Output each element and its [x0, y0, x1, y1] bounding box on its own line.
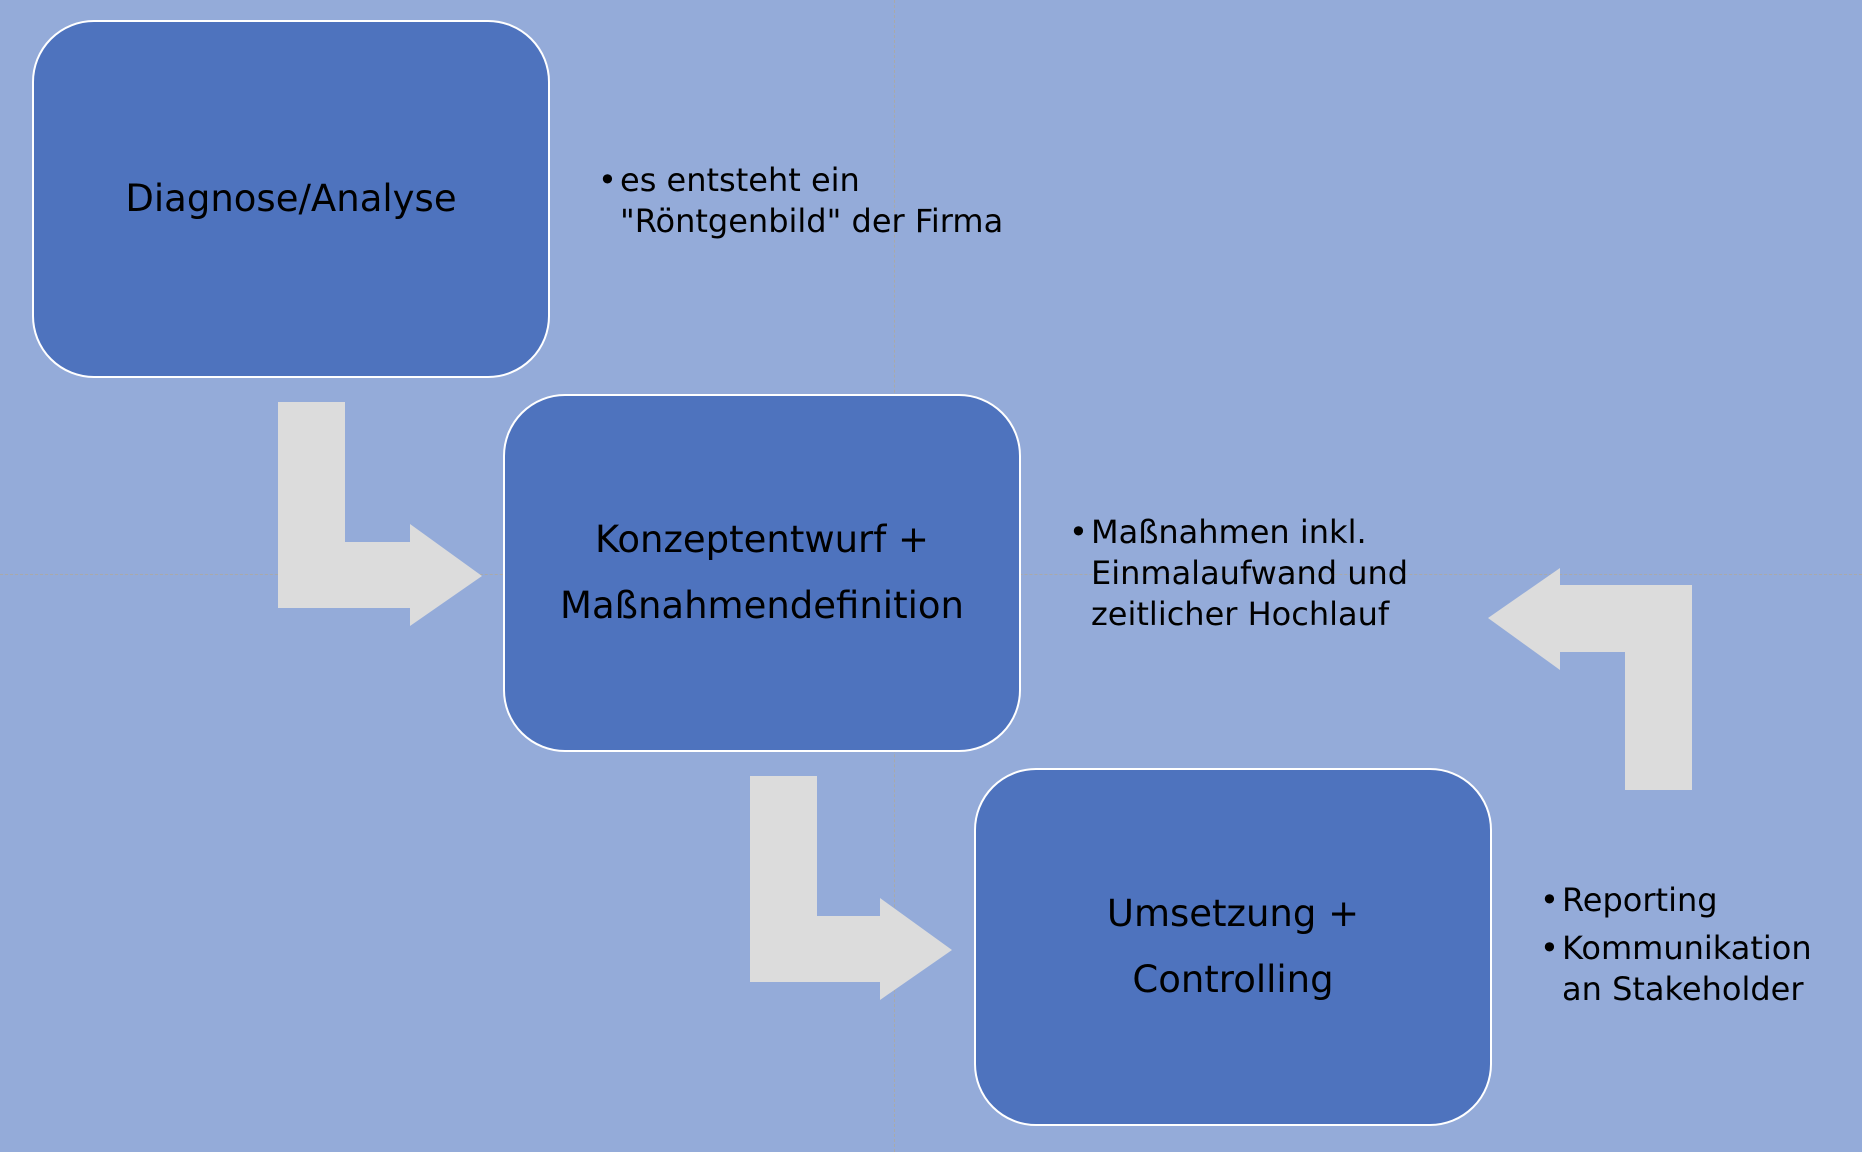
step-title-diagnose-text: Diagnose/Analyse: [125, 177, 457, 220]
note-text: Maßnahmen inkl. Einmalaufwand und zeitli…: [1091, 513, 1409, 633]
step-box-umsetzung: Umsetzung + Controlling: [974, 768, 1492, 1126]
bullet-icon: •: [1540, 881, 1559, 919]
note-item: • es entsteht ein "Röntgenbild" der Firm…: [598, 160, 1018, 242]
notes-umsetzung: • Reporting • Kommunikation an Stakehold…: [1540, 880, 1858, 1017]
note-item: • Kommunikation an Stakeholder: [1540, 928, 1858, 1010]
step-title-umsetzung-line2: Controlling: [1132, 958, 1334, 1001]
notes-diagnose: • es entsteht ein "Röntgenbild" der Firm…: [598, 160, 1018, 249]
bullet-icon: •: [1540, 929, 1559, 967]
bullet-icon: •: [598, 161, 617, 199]
step-box-konzept: Konzeptentwurf + Maßnahmendefinition: [503, 394, 1021, 752]
step-title-konzept: Konzeptentwurf + Maßnahmendefinition: [560, 507, 964, 639]
note-text: es entsteht ein "Röntgenbild" der Firma: [620, 161, 1004, 240]
step-title-konzept-line2: Maßnahmendefinition: [560, 584, 964, 627]
step-title-diagnose: Diagnose/Analyse: [125, 166, 456, 232]
note-item: • Reporting: [1540, 880, 1858, 921]
step-title-umsetzung-line1: Umsetzung +: [1106, 892, 1360, 935]
bullet-icon: •: [1069, 513, 1088, 551]
notes-konzept: • Maßnahmen inkl. Einmalaufwand und zeit…: [1069, 512, 1409, 642]
note-text: Reporting: [1562, 881, 1718, 919]
step-title-umsetzung: Umsetzung + Controlling: [1107, 881, 1359, 1013]
note-text: Kommunikation an Stakeholder: [1562, 929, 1812, 1008]
note-item: • Maßnahmen inkl. Einmalaufwand und zeit…: [1069, 512, 1409, 635]
step-box-diagnose: Diagnose/Analyse: [32, 20, 550, 378]
step-title-konzept-line1: Konzeptentwurf +: [594, 518, 930, 561]
